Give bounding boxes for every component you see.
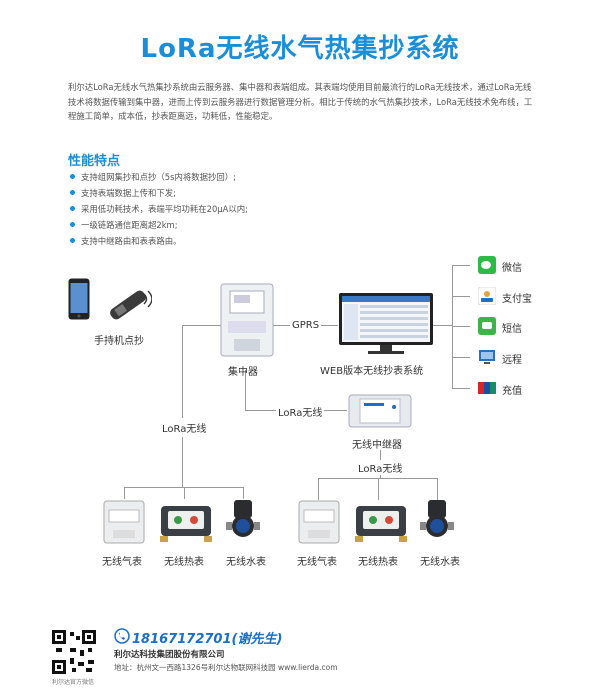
connector-line: [452, 326, 470, 327]
lora-label: LoRa无线: [276, 404, 325, 419]
features-title: 性能特点: [68, 154, 121, 169]
feature-item: 支持组网集抄和点抄（5s内将数据抄回）;: [70, 171, 236, 183]
bullet-icon: [70, 238, 75, 243]
bullet-icon: [70, 174, 75, 179]
bullet-icon: [70, 190, 75, 195]
feature-text: 一级链路通信距离超2km;: [81, 220, 178, 230]
feature-item: 一级链路通信距离超2km;: [70, 219, 178, 231]
gprs-label: GPRS: [290, 320, 322, 331]
connector-line: [452, 296, 470, 297]
heat-meter-icon: [355, 502, 407, 546]
repeater-label: 无线中继器: [352, 440, 402, 451]
phone-number: 18167172701(谢先生): [132, 632, 283, 647]
concentrator-label: 集中器: [228, 367, 258, 378]
meter-label: 无线水表: [420, 557, 460, 568]
channel-label: 微信: [502, 263, 522, 274]
qr-code-icon: [52, 630, 96, 678]
connector-line: [452, 357, 470, 358]
connector-line: [318, 478, 319, 500]
meter-label: 无线气表: [102, 557, 142, 568]
connector-line: [432, 325, 452, 326]
gas-meter-icon: [103, 500, 145, 548]
feature-text: 支持中继路由和表表路由。: [81, 236, 182, 246]
unionpay-icon: [478, 379, 496, 401]
feature-text: 支持组网集抄和点抄（5s内将数据抄回）;: [81, 172, 236, 182]
connector-line: [452, 265, 470, 266]
water-meter-icon: [420, 500, 454, 548]
intro-paragraph: 利尔达LoRa无线水气热集抄系统由云服务器、集中器和表端组成。其表端均使用目前最…: [68, 82, 533, 121]
channel-label: 短信: [502, 324, 522, 335]
meter-label: 无线热表: [358, 557, 398, 568]
smartphone-icon: [68, 278, 90, 324]
feature-item: 采用低功耗技术，表端平均功耗在20μA以内;: [70, 203, 248, 215]
connector-line: [452, 265, 453, 389]
company-address: 地址：杭州文一西路1326号利尔达物联网科技园 www.lierda.com: [114, 663, 338, 672]
bullet-icon: [70, 206, 75, 211]
monitor-icon: [338, 292, 434, 360]
connector-line: [378, 478, 379, 500]
connector-line: [245, 370, 246, 410]
meter-label: 无线气表: [297, 557, 337, 568]
repeater-device-icon: [348, 393, 412, 433]
connector-line: [182, 325, 224, 326]
connector-line: [437, 478, 438, 500]
connector-line: [452, 388, 470, 389]
meter-label: 无线水表: [226, 557, 266, 568]
connector-line: [124, 487, 125, 499]
handheld-reader-icon: [104, 288, 153, 326]
connector-line: [184, 487, 185, 499]
alipay-icon: [477, 286, 497, 309]
company-name: 利尔达科技集团股份有限公司: [114, 650, 225, 660]
feature-item: 支持表端数据上传和下发;: [70, 187, 176, 199]
connector-line: [243, 487, 244, 499]
channel-label: 支付宝: [502, 294, 532, 305]
sms-icon: [478, 317, 496, 339]
feature-text: 支持表端数据上传和下发;: [81, 188, 176, 198]
gas-meter-icon: [298, 500, 340, 548]
web-system-label: WEB版本无线抄表系统: [320, 366, 424, 377]
channel-label: 远程: [502, 355, 522, 366]
wechat-icon: [478, 256, 496, 278]
page-title: LoRa无线水气热集抄系统: [140, 34, 460, 64]
bullet-icon: [70, 222, 75, 227]
connector-line: [182, 325, 183, 487]
water-meter-icon: [226, 500, 260, 548]
heat-meter-icon: [160, 502, 212, 546]
feature-item: 支持中继路由和表表路由。: [70, 235, 182, 247]
lora-label: LoRa无线: [162, 418, 207, 437]
remote-computer-icon: [478, 348, 496, 370]
handheld-label: 手持机点抄: [94, 336, 144, 347]
phone-icon: [114, 628, 130, 648]
feature-text: 采用低功耗技术，表端平均功耗在20μA以内;: [81, 204, 248, 214]
qr-caption: 利尔达官方微信: [52, 679, 95, 686]
lora-label: LoRa无线: [356, 460, 405, 475]
meter-label: 无线热表: [164, 557, 204, 568]
channel-label: 充值: [502, 386, 522, 397]
concentrator-device-icon: [220, 283, 274, 361]
